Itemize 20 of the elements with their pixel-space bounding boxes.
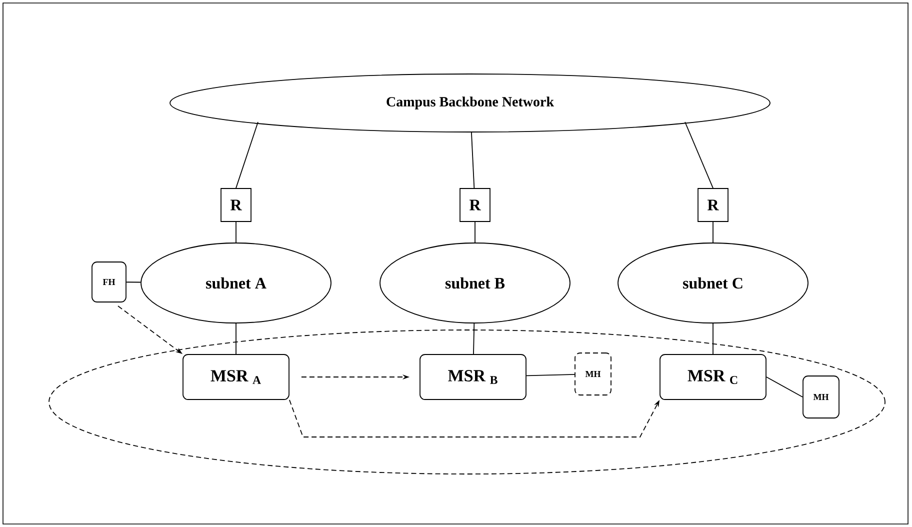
connector-line (684, 122, 714, 188)
router-box: R (220, 188, 252, 222)
router-box: R (698, 188, 728, 222)
connector-line (471, 132, 475, 188)
connector-line (712, 323, 714, 354)
region-ellipse (48, 330, 886, 474)
connector-line (236, 122, 258, 188)
connector-line (126, 282, 142, 283)
connector-line (712, 222, 714, 243)
connector-line (474, 222, 476, 243)
host-box: MH (802, 376, 840, 418)
host-box: MSR $_{B}$ (420, 354, 526, 400)
host-box: MSR $_{C}$ (660, 354, 766, 400)
connector-line (766, 376, 804, 398)
router-box: R (460, 188, 490, 222)
connector-line (526, 374, 575, 376)
host-box: FH (92, 262, 126, 302)
connector-line (473, 323, 475, 354)
host-box: MSR $_{A}$ (182, 354, 290, 400)
host-box: MH (574, 352, 612, 396)
